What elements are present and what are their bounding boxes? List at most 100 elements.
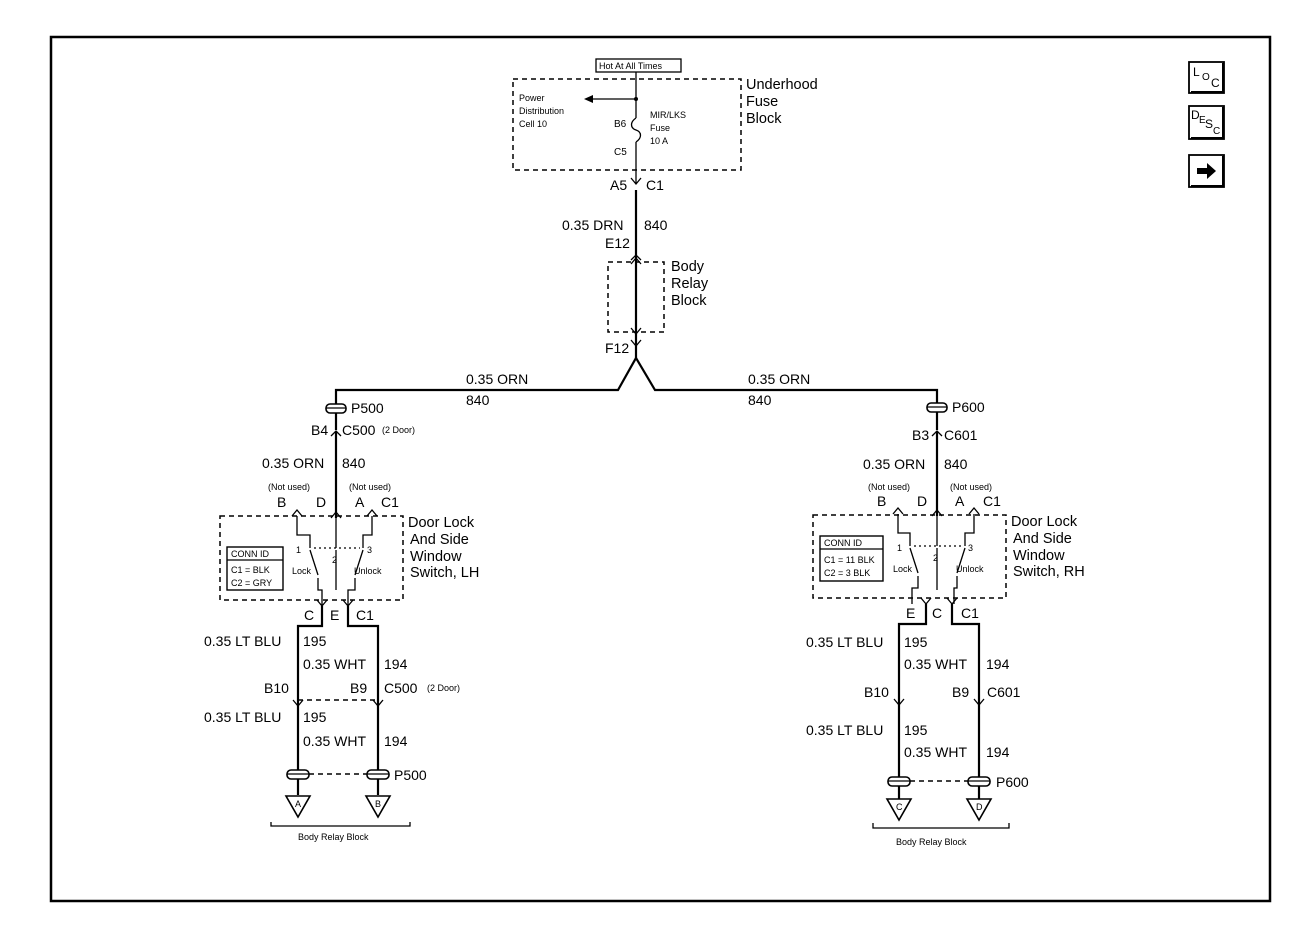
right-sw-wire-circuit: 840 (944, 456, 968, 472)
left-contact-1: 1 (296, 545, 301, 555)
relay-block-name-2: Relay (671, 276, 709, 292)
left-w4-color: 0.35 WHT (303, 733, 366, 749)
right-c2-pin2: B9 (952, 684, 969, 700)
right-not-used-1: (Not used) (868, 482, 910, 492)
right-top-pin-a: A (955, 493, 965, 509)
desc-label-e: E (1199, 115, 1206, 126)
right-ref-label: Body Relay Block (896, 837, 967, 847)
right-bottom-pin-c1: C1 (961, 605, 979, 621)
left-top-pin-c1: C1 (381, 494, 399, 510)
left-ref-label: Body Relay Block (298, 832, 369, 842)
right-switch-name-4: Switch, RH (1013, 564, 1085, 580)
left-conn-pin: B4 (311, 422, 328, 438)
left-not-used-1: (Not used) (268, 482, 310, 492)
right-w2-circuit: 194 (986, 656, 1010, 672)
left-switch-name-3: Window (410, 549, 462, 565)
left-conn-note: (2 Door) (382, 425, 415, 435)
right-conn-id-c1: C1 = 11 BLK (824, 555, 875, 565)
right-splice2-label: P600 (996, 774, 1029, 790)
desc-label-c: C (1213, 126, 1220, 137)
fuse-block-name-1: Underhood (746, 77, 818, 93)
desc-button[interactable]: D E S C (1188, 105, 1225, 140)
left-lock-label: Lock (292, 566, 312, 576)
right-circuit: 0.35 ORN 840 P600 B3 C601 0.35 ORN 840 (… (748, 371, 1085, 847)
left-circuit: 0.35 ORN 840 P500 B4 C500 (2 Door) 0.35 … (204, 371, 528, 842)
page-frame (49, 35, 1272, 903)
right-conn-pin: B3 (912, 427, 929, 443)
svg-text:D: D (976, 802, 983, 812)
desc-label-d: D (1191, 108, 1200, 122)
relay-block-name-1: Body (671, 259, 705, 275)
hot-at-all-times-box (595, 58, 682, 73)
right-wire-circuit: 840 (748, 392, 772, 408)
left-c2-name: C500 (384, 680, 418, 696)
svg-text:A: A (295, 799, 301, 809)
left-top-pin-b: B (277, 494, 286, 510)
body-relay-block: E12 Body Relay Block F12 (605, 235, 709, 356)
left-wire-color: 0.35 ORN (466, 371, 528, 387)
right-ref-d (965, 798, 993, 822)
connector-a5: A5 (610, 177, 627, 193)
right-not-used-2: (Not used) (950, 482, 992, 492)
right-conn-id-box (819, 535, 884, 582)
left-c2-pin2: B9 (350, 680, 367, 696)
right-splice-label: P600 (952, 399, 985, 415)
relay-pin-f12: F12 (605, 340, 629, 356)
fuse-pin-c5: C5 (614, 147, 627, 158)
loc-button[interactable]: L O C (1188, 61, 1225, 94)
relay-block-name-3: Block (671, 293, 707, 309)
left-ref-b (364, 795, 392, 819)
feed-wire-circuit: 840 (644, 217, 668, 233)
right-conn-id-title: CONN ID (824, 538, 863, 548)
right-unlock-label: Unlock (956, 564, 984, 574)
right-wire-color: 0.35 ORN (748, 371, 810, 387)
right-switch-name-3: Window (1013, 548, 1065, 564)
right-w1-color: 0.35 LT BLU (806, 634, 883, 650)
left-switch-name-4: Switch, LH (410, 565, 479, 581)
right-w1-circuit: 195 (904, 634, 928, 650)
right-c2-pin1: B10 (864, 684, 889, 700)
connector-c1: C1 (646, 177, 664, 193)
right-lock-label: Lock (893, 564, 913, 574)
fuse-symbol (630, 117, 642, 143)
left-wire-circuit: 840 (466, 392, 490, 408)
left-c2-note: (2 Door) (427, 683, 460, 693)
arrow-right-icon (1197, 163, 1216, 179)
left-c2-pin1: B10 (264, 680, 289, 696)
left-contact-2: 2 (332, 555, 337, 565)
right-w4-circuit: 194 (986, 744, 1010, 760)
right-w3-circuit: 195 (904, 722, 928, 738)
left-switch-name-1: Door Lock (408, 515, 475, 531)
feed-wire-color: 0.35 DRN (562, 217, 623, 233)
right-bottom-pin-c: C (932, 605, 942, 621)
left-splice2-label: P500 (394, 767, 427, 783)
right-top-pin-b: B (877, 493, 886, 509)
right-switch-name-1: Door Lock (1011, 514, 1078, 530)
left-w3-circuit: 195 (303, 709, 327, 725)
left-bottom-pin-c1: C1 (356, 607, 374, 623)
left-contact-3: 3 (367, 545, 372, 555)
hot-at-all-times-label: Hot At All Times (599, 61, 663, 71)
right-conn-id-c2: C2 = 3 BLK (824, 568, 870, 578)
left-conn-id-box (226, 546, 284, 591)
left-unlock-label: Unlock (354, 566, 382, 576)
left-conn-id-title: CONN ID (231, 549, 270, 559)
left-conn-id-c2: C2 = GRY (231, 578, 272, 588)
right-contact-1: 1 (897, 543, 902, 553)
right-top-pin-d: D (917, 493, 927, 509)
power-distribution-3: Cell 10 (519, 119, 547, 129)
left-w4-circuit: 194 (384, 733, 408, 749)
loc-label-c: C (1211, 76, 1220, 90)
right-w3-color: 0.35 LT BLU (806, 722, 883, 738)
left-top-pin-a: A (355, 494, 365, 510)
right-ref-c (885, 798, 913, 822)
left-switch-name-2: And Side (410, 532, 469, 548)
right-top-pin-c1: C1 (983, 493, 1001, 509)
fuse-block-name-3: Block (746, 111, 782, 127)
left-w1-circuit: 195 (303, 633, 327, 649)
next-button[interactable] (1188, 154, 1225, 188)
right-c2-name: C601 (987, 684, 1021, 700)
fuse-name-1: MIR/LKS (650, 110, 686, 120)
right-contact-2: 2 (933, 553, 938, 563)
